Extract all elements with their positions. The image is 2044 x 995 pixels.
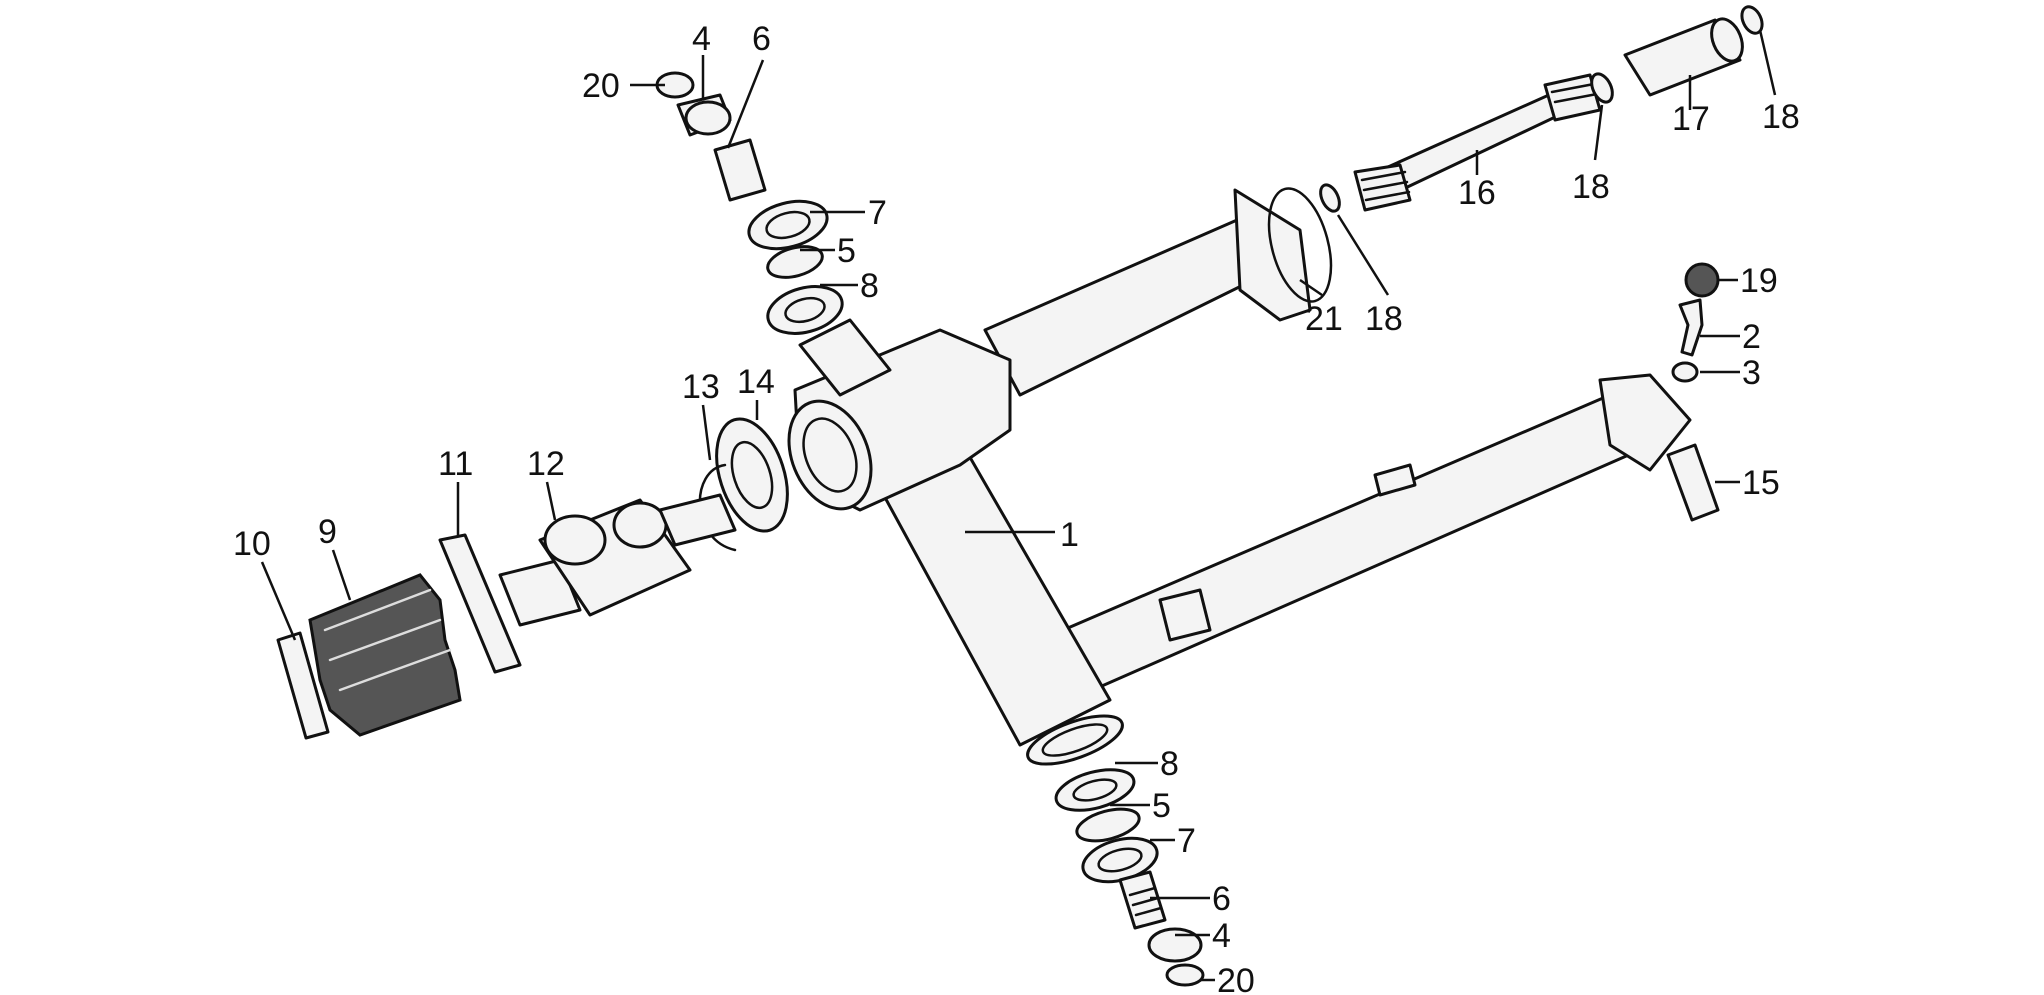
callout-1: 1 <box>1060 516 1079 554</box>
lower-pivot-stack <box>1054 768 1205 987</box>
callout-19: 19 <box>1740 262 1778 300</box>
callout-8-top: 8 <box>860 267 879 305</box>
callout-7-bottom: 7 <box>1177 822 1196 860</box>
drive-shaft-assembly <box>1267 5 1764 303</box>
callout-16: 16 <box>1458 174 1496 212</box>
callout-20-bottom: 20 <box>1217 962 1255 995</box>
callout-8-bottom: 8 <box>1160 745 1179 783</box>
callout-12: 12 <box>527 445 565 483</box>
callout-20-top: 20 <box>582 67 620 105</box>
callout-15: 15 <box>1742 464 1780 502</box>
callout-11: 11 <box>438 445 473 483</box>
callout-13: 13 <box>682 368 720 406</box>
callout-10: 10 <box>233 525 271 563</box>
callout-7-top: 7 <box>868 194 887 232</box>
upper-pivot-stack <box>655 71 844 335</box>
callout-18-right: 18 <box>1762 98 1800 136</box>
callout-14: 14 <box>737 363 775 401</box>
leader-lines <box>260 29 1777 982</box>
callout-9: 9 <box>318 513 337 551</box>
swing-arm-frame <box>787 188 1692 766</box>
callout-18-middle: 18 <box>1572 168 1610 206</box>
callout-4-top: 4 <box>692 20 711 58</box>
right-hardware <box>1666 262 1720 522</box>
callout-6-top: 6 <box>752 20 771 58</box>
callout-6-bottom: 6 <box>1212 880 1231 918</box>
callout-4-bottom: 4 <box>1212 917 1231 955</box>
callout-5-bottom: 5 <box>1152 787 1171 825</box>
callout-5-top: 5 <box>837 232 856 270</box>
callout-labels: 1 2 3 4 4 5 5 6 6 7 7 8 8 9 10 11 12 13 … <box>233 20 1800 995</box>
callout-21: 21 <box>1305 300 1343 338</box>
callout-18-left: 18 <box>1365 300 1403 338</box>
left-drive-group <box>276 417 789 740</box>
callout-3: 3 <box>1742 354 1761 392</box>
callout-17: 17 <box>1672 100 1710 138</box>
callout-2: 2 <box>1742 318 1761 356</box>
